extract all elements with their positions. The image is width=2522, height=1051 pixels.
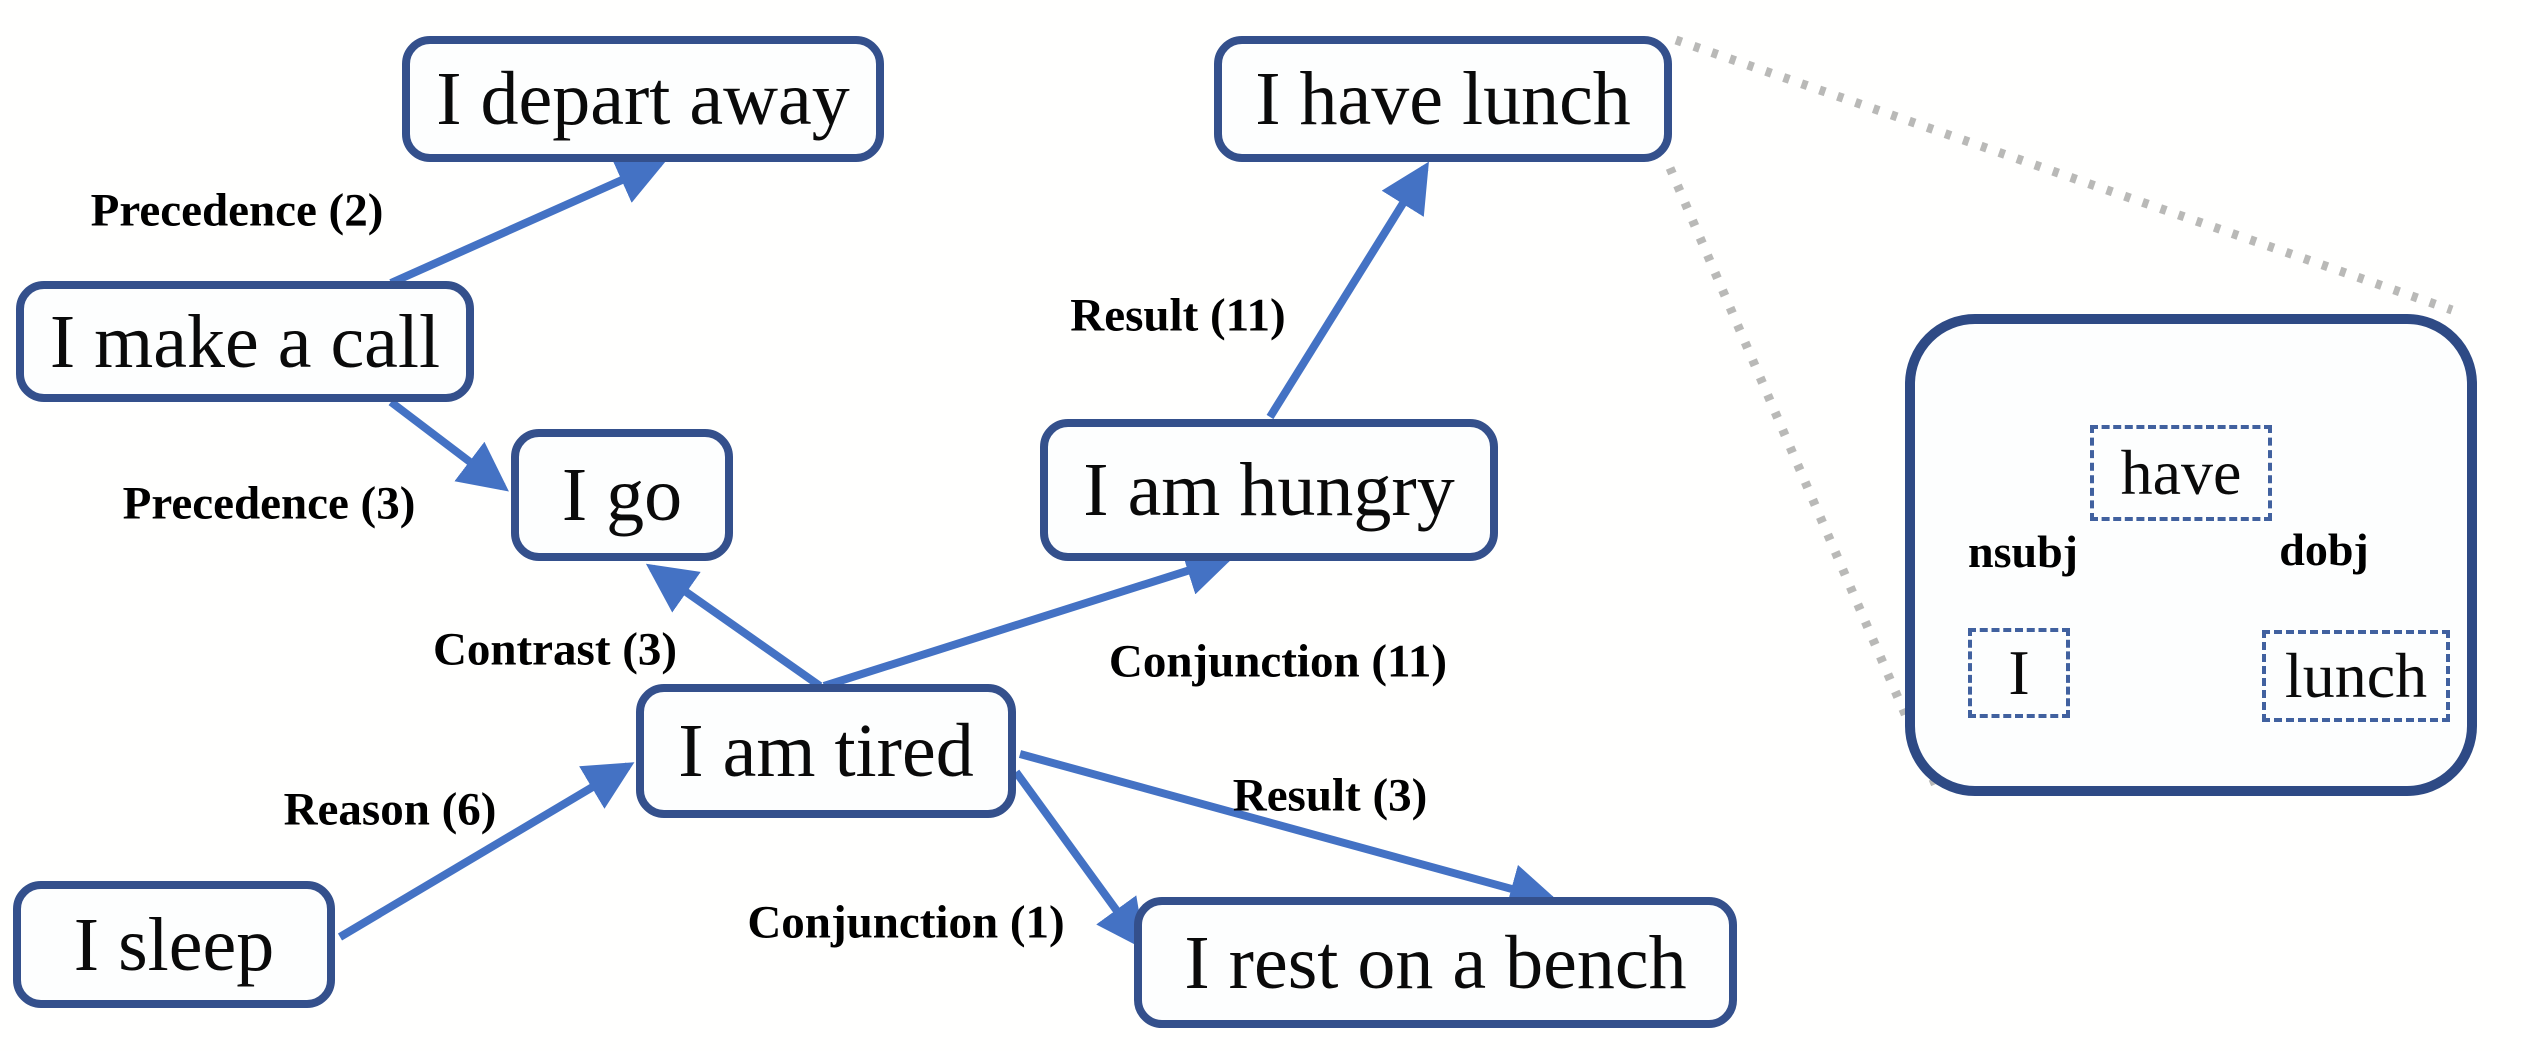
edge-label-result-3: Result (3) [1232, 769, 1428, 822]
node-i-go: I go [511, 429, 733, 561]
dep-label-nsubj: nsubj [1968, 526, 2078, 577]
edge-label-result-11: Result (11) [1070, 289, 1286, 342]
edge-reason-6 [337, 762, 635, 941]
callout-bottom [1665, 166, 1941, 788]
relation-arrows [337, 157, 1560, 951]
dep-label-dobj: dobj [2279, 524, 2369, 575]
callout-top [1674, 35, 2454, 315]
node-i-have-lunch: I have lunch [1214, 36, 1672, 162]
node-i-am-tired: I am tired [636, 684, 1016, 818]
node-i-make-a-call: I make a call [16, 281, 474, 402]
edge-label-contrast-3: Contrast (3) [432, 623, 678, 676]
token-lunch: lunch [2262, 630, 2450, 722]
token-i: I [1968, 628, 2070, 718]
edge-label-conjunction-11: Conjunction (11) [1108, 635, 1448, 688]
node-i-rest-on-a-bench: I rest on a bench [1134, 897, 1737, 1028]
edge-precedence-3 [388, 398, 509, 492]
node-i-am-hungry: I am hungry [1040, 419, 1498, 561]
edge-contrast-3 [645, 563, 823, 690]
edge-label-precedence-2: Precedence (2) [90, 184, 384, 237]
token-have: have [2090, 425, 2272, 521]
node-i-depart-away: I depart away [402, 36, 884, 162]
edge-result-3 [1018, 750, 1560, 913]
edge-label-conjunction-1: Conjunction (1) [747, 896, 1065, 949]
edge-result-11 [1266, 161, 1429, 420]
edge-precedence-2 [389, 157, 667, 287]
edge-conjunction-1 [1012, 769, 1146, 951]
edge-label-precedence-3: Precedence (3) [122, 477, 416, 530]
node-i-sleep: I sleep [13, 881, 335, 1008]
edge-conjunction-11 [822, 547, 1236, 690]
magnifier-callout-lines [1665, 35, 2454, 788]
edge-label-reason-6: Reason (6) [283, 783, 497, 836]
